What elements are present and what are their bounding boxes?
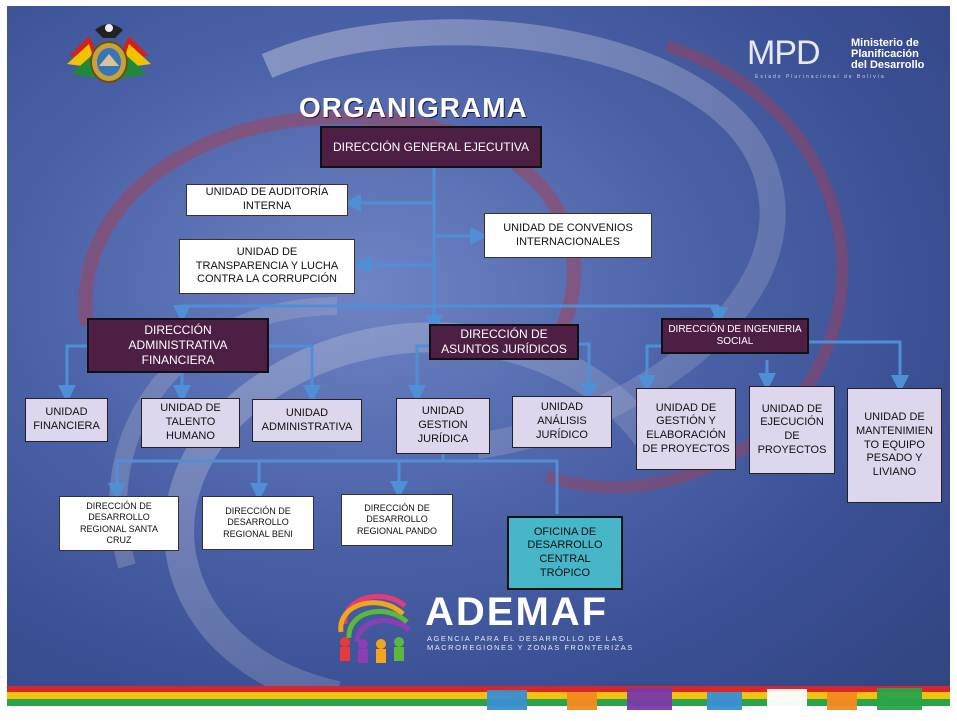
ademaf-emblem (338, 593, 411, 663)
node-direccion-administrativa-financiera: DIRECCIÓN ADMINISTRATIVA FINANCIERA (87, 318, 269, 373)
node-unidad-gestion-juridica: UNIDAD GESTION JURÍDICA (396, 398, 490, 454)
node-unidad-administrativa: UNIDAD ADMINISTRATIVA (252, 399, 362, 442)
mpd-logo: MPD Ministerio de Planificación del Desa… (747, 34, 947, 84)
node-direccion-regional-santa-cruz: DIRECCIÓN DE DESARROLLO REGIONAL SANTA C… (59, 496, 179, 551)
node-unidad-convenios-internacionales: UNIDAD DE CONVENIOS INTERNACIONALES (484, 213, 652, 258)
node-unidad-ejecucion-proyectos: UNIDAD DE EJECUCIÓN DE PROYECTOS (749, 386, 835, 474)
connector-u-financiera (58, 344, 87, 403)
mpd-logo-mark: MPD (747, 34, 821, 72)
connector-reg-santa-cruz (108, 454, 445, 501)
connector-u-analisis (577, 342, 598, 401)
node-direccion-ingenieria-social: DIRECCIÓN DE INGENIERIA SOCIAL (661, 318, 809, 354)
node-unidad-talento-humano: UNIDAD DE TALENTO HUMANO (141, 398, 240, 448)
connector-u-gestion-juridica (408, 344, 429, 403)
mpd-logo-line3: del Desarrollo (851, 59, 925, 71)
bottom-color-stripe (7, 686, 950, 714)
node-direccion-regional-pando: DIRECCIÓN DE DESARROLLO REGIONAL PANDO (341, 494, 453, 546)
connector-u-mantenimiento (807, 340, 909, 393)
org-connectors (58, 166, 909, 514)
slide: MPD Ministerio de Planificación del Desa… (7, 6, 950, 714)
node-unidad-analisis-juridico: UNIDAD ANÁLISIS JURÍDICO (512, 396, 612, 448)
node-unidad-mantenimiento-equipo: UNIDAD DE MANTENIMIEN TO EQUIPO PESADO Y… (847, 388, 942, 503)
connector-oficina-tropico (443, 459, 559, 514)
connector-u-gestion-proyectos (638, 344, 662, 393)
mpd-logo-subtitle: Estado Plurinacional de Bolivia (755, 74, 886, 80)
ademaf-logo-name: ADEMAF (425, 590, 609, 634)
node-direccion-general-ejecutiva: DIRECCIÓN GENERAL EJECUTIVA (320, 126, 542, 168)
mpd-logo-line1: Ministerio de (851, 37, 919, 49)
node-oficina-desarrollo-central-tropico: OFICINA DE DESARROLLO CENTRAL TRÓPICO (507, 516, 623, 590)
coat-of-arms-emblem (67, 24, 151, 83)
node-unidad-gestion-proyectos: UNIDAD DE GESTIÓN Y ELABORACIÓN DE PROYE… (636, 388, 736, 470)
page-title: ORGANIGRAMA (299, 92, 528, 123)
node-unidad-financiera: UNIDAD FINANCIERA (25, 398, 108, 442)
node-unidad-transparencia: UNIDAD DE TRANSPARENCIA Y LUCHA CONTRA L… (179, 239, 355, 294)
node-direccion-regional-beni: DIRECCIÓN DE DESARROLLO REGIONAL BENI (202, 496, 314, 550)
ademaf-logo-tagline: AGENCIA PARA EL DESARROLLO DE LAS MACROR… (427, 634, 634, 652)
node-unidad-auditoria-interna: UNIDAD DE AUDITORÍA INTERNA (186, 184, 348, 216)
mpd-logo-line2: Planificación (851, 48, 919, 60)
node-direccion-asuntos-juridicos: DIRECCIÓN DE ASUNTOS JURÍDICOS (429, 324, 579, 360)
connector-u-administrativa (267, 344, 321, 403)
